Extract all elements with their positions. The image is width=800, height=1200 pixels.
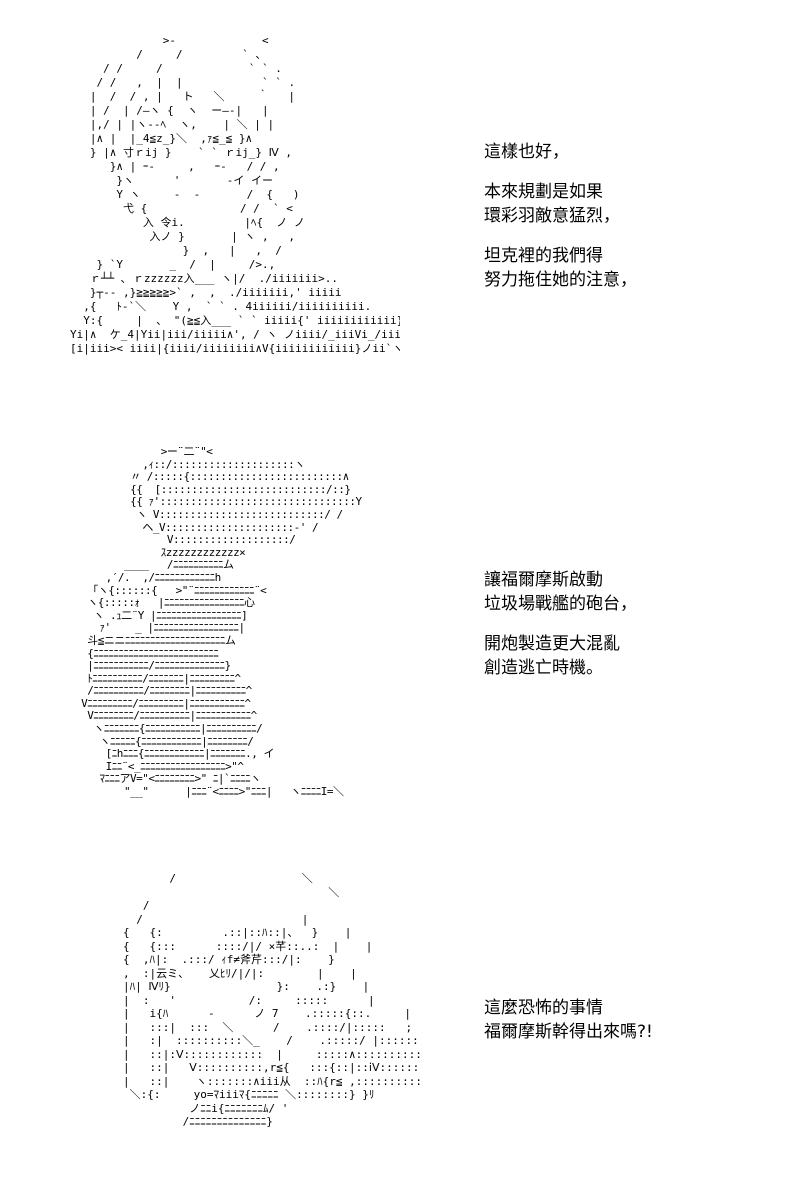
- caption-paragraph: 讓福爾摩斯啟動垃圾場戰艦的砲台，: [484, 568, 784, 616]
- caption-line: 環彩羽敵意猛烈，: [484, 206, 620, 226]
- caption-line: 福爾摩斯幹得出來嗎?!: [484, 1022, 653, 1042]
- caption-paragraph: 坦克裡的我們得努力拖住她的注意，: [484, 244, 784, 292]
- dialogue-caption-3: 這麼恐怖的事情福爾摩斯幹得出來嗎?!: [484, 996, 784, 1060]
- ascii-art-girl-portrait: >- < / / ` 、 / / / ` ` . / / , | | ` ` .…: [70, 34, 400, 355]
- caption-line: 本來規劃是如果: [484, 182, 603, 202]
- caption-line: 垃圾場戰艦的砲台，: [484, 594, 637, 614]
- dialogue-caption-1: 這樣也好， 本來規劃是如果環彩羽敵意猛烈， 坦克裡的我們得努力拖住她的注意，: [484, 140, 784, 308]
- caption-line: 努力拖住她的注意，: [484, 270, 637, 290]
- comic-panel-3: / ＼ ＼ / / | { {: .::|::ﾊ::|、 } | { {::: …: [0, 860, 800, 1200]
- caption-line: 開炮製造更大混亂: [484, 634, 620, 654]
- caption-paragraph: 開炮製造更大混亂創造逃亡時機。: [484, 632, 784, 680]
- caption-line: 讓福爾摩斯啟動: [484, 570, 603, 590]
- comic-panel-1: >- < / / ` 、 / / / ` ` . / / , | | ` ` .…: [0, 0, 800, 440]
- ascii-art-holmes-back: >ー¨二¨"< ,ｨ::/::::::::::::::::::::ヽ 〃 /::…: [81, 446, 362, 799]
- caption-paragraph: 本來規劃是如果環彩羽敵意猛烈，: [484, 180, 784, 228]
- caption-line: 這樣也好，: [484, 142, 569, 162]
- caption-line: 創造逃亡時機。: [484, 658, 603, 678]
- dialogue-caption-2: 讓福爾摩斯啟動垃圾場戰艦的砲台， 開炮製造更大混亂創造逃亡時機。: [484, 568, 784, 696]
- ascii-art-girl-worried: / ＼ ＼ / / | { {: .::|::ﾊ::|、 } | { {::: …: [122, 872, 420, 1128]
- caption-line: 這麼恐怖的事情: [484, 998, 603, 1018]
- caption-line: 坦克裡的我們得: [484, 246, 603, 266]
- comic-panel-2: >ー¨二¨"< ,ｨ::/::::::::::::::::::::ヽ 〃 /::…: [0, 440, 800, 860]
- caption-paragraph: 這樣也好，: [484, 140, 784, 164]
- caption-paragraph: 這麼恐怖的事情福爾摩斯幹得出來嗎?!: [484, 996, 784, 1044]
